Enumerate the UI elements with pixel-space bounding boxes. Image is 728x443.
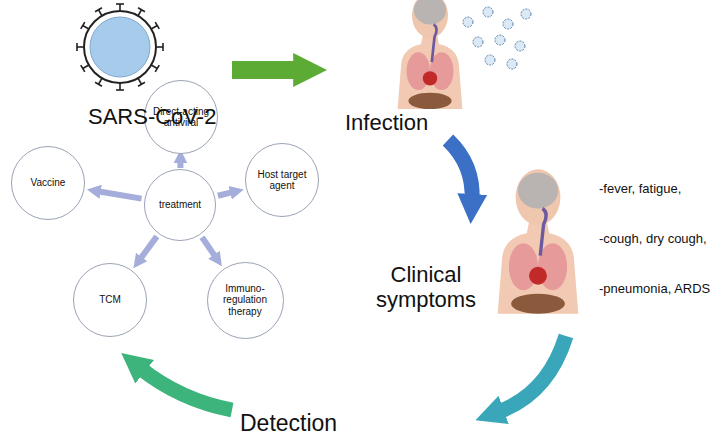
treatment-arrow (202, 237, 215, 256)
virus-droplet (503, 19, 513, 29)
person-figure (498, 169, 579, 313)
node-text: Immuno-regulation therapy (214, 283, 276, 318)
node-text: treatment (159, 199, 201, 211)
virus-spike (81, 22, 85, 29)
treatment-circle: TCM (73, 263, 147, 337)
flow-arrow (498, 336, 566, 412)
virus-spike (151, 65, 157, 69)
virus-droplet (473, 37, 483, 47)
virus-spike (83, 26, 89, 30)
symptom-text: -cough, dry cough, (599, 232, 707, 247)
virus-droplets (463, 7, 531, 69)
treatment-arrow (218, 192, 232, 195)
virus-spike (138, 10, 142, 16)
stage-label: Infection (345, 110, 428, 135)
virus-spike (119, 83, 121, 90)
virus-droplet (485, 55, 495, 65)
symptom-text: -fever, fatigue, (599, 182, 681, 197)
treatment-circle: Host target agent (245, 143, 319, 217)
virus-spike (156, 46, 163, 48)
virus-droplet (515, 41, 525, 51)
virus-droplet (521, 9, 531, 19)
virus-droplet (483, 7, 493, 17)
virus-spike (138, 8, 145, 12)
virus-spike (151, 26, 157, 30)
person-figure (398, 0, 463, 109)
virus-spike (138, 78, 142, 84)
treatment-circle: Immuno-regulation therapy (207, 262, 284, 339)
virus-spike (83, 65, 89, 69)
flow-arrow (140, 368, 232, 410)
hub-circle: treatment (144, 169, 216, 241)
symptom-text: -pneumonia, ARDS (599, 282, 710, 297)
node-text: Vaccine (31, 177, 66, 189)
virus-spike (155, 65, 159, 72)
treatment-arrow (99, 192, 141, 199)
node-text: Host target agent (251, 169, 313, 192)
virus-spike (116, 89, 124, 91)
virus-spike (99, 78, 103, 84)
treatment-circle: Vaccine (11, 146, 85, 220)
stage-label: Clinical symptoms (372, 262, 480, 313)
stage-label: SARS-CoV-2 (88, 104, 216, 129)
virus-spike (95, 82, 102, 86)
virus-spike (95, 8, 102, 12)
virus-spike (76, 43, 78, 51)
virus-spike (162, 43, 164, 51)
virus-spike (119, 4, 121, 11)
treatment-arrow (177, 162, 183, 168)
node-text: TCM (99, 294, 121, 306)
virus-spike (116, 3, 124, 5)
virus-icon (77, 4, 163, 90)
virus-droplet (495, 35, 505, 45)
virus-droplet (463, 17, 473, 27)
virus-spike (77, 46, 84, 48)
treatment-arrow (141, 236, 157, 258)
virus-spike (99, 10, 103, 16)
virus-droplet (507, 59, 517, 69)
virus-spike (138, 82, 145, 86)
virus-spike (155, 22, 159, 29)
virus-spike (81, 65, 85, 72)
flow-arrow (448, 140, 472, 200)
stage-label: Detection (240, 410, 337, 436)
flow-arrow (232, 61, 300, 79)
